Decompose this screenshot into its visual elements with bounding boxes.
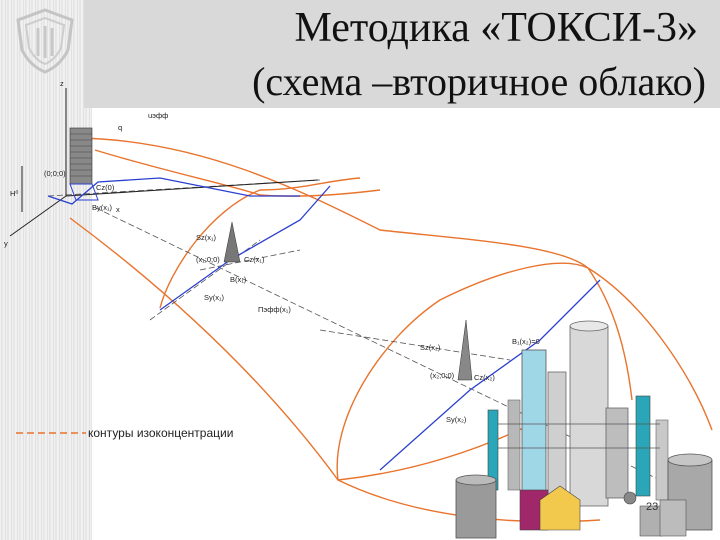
label-origin: (0;0;0) <box>44 169 66 178</box>
label-z: z <box>60 79 64 88</box>
label-by-x1: By(x₁) <box>92 203 113 212</box>
plume-centerline <box>47 177 601 471</box>
coordinate-axes <box>9 88 319 237</box>
contour-upper <box>77 137 589 269</box>
title-line-2: (схема –вторичное облако) <box>252 59 706 104</box>
label-x: x <box>116 205 120 214</box>
label-y: y <box>4 239 8 248</box>
legend-text: контуры изоконцентрации <box>88 426 233 440</box>
plume-axis-dashed <box>95 207 661 481</box>
label-h0: H⁰ <box>10 189 18 198</box>
label-u-eff: uэфф <box>148 111 168 120</box>
axis-x <box>65 179 319 197</box>
title-band <box>84 0 720 108</box>
axis-cross-dashed-2 <box>199 249 301 271</box>
label-cz-x2: Cz(x₂) <box>474 373 495 382</box>
label-q: q <box>118 123 122 132</box>
title-line-1: Методика «ТОКСИ-3» <box>294 5 698 51</box>
label-b2: B₁(x₂)=0 <box>512 337 540 346</box>
label-cz-x1: Cz(x₁) <box>244 255 265 264</box>
label-sz-x1: Sz(x₁) <box>196 233 217 242</box>
axis-cross-dashed <box>319 329 511 361</box>
contour-dome <box>336 262 633 481</box>
label-sz-x2: Sz(x₂) <box>420 343 441 352</box>
label-peff-x1: Пэфф(x₁) <box>258 305 291 314</box>
label-sy-x2: Sy(x₂) <box>446 415 467 424</box>
contour-lower <box>69 217 541 481</box>
label-b-x1: B(x₁) <box>230 275 247 284</box>
profile-x1 <box>223 221 241 263</box>
profile-x2 <box>457 319 473 381</box>
contour-right-edge <box>587 267 713 431</box>
isoconcentration-contours <box>69 137 713 523</box>
legend: контуры изоконцентрации <box>16 426 233 440</box>
source-column <box>69 127 99 201</box>
concentration-profiles <box>223 221 473 381</box>
label-xc: (x₁;0;0) <box>196 255 220 264</box>
slide-number: 23 <box>646 501 658 513</box>
label-sy-x1: Sy(x₁) <box>204 293 225 302</box>
contour-top-near <box>94 149 381 197</box>
label-cz0: Cz(0) <box>96 183 115 192</box>
axis-y <box>9 195 67 237</box>
emblem-logo <box>16 8 74 74</box>
contour-mid-arc <box>159 177 361 309</box>
decorative-side-strip <box>0 0 92 540</box>
industrial-plant-illustration <box>455 320 713 539</box>
label-x2: (x₂;0;0) <box>430 371 455 380</box>
